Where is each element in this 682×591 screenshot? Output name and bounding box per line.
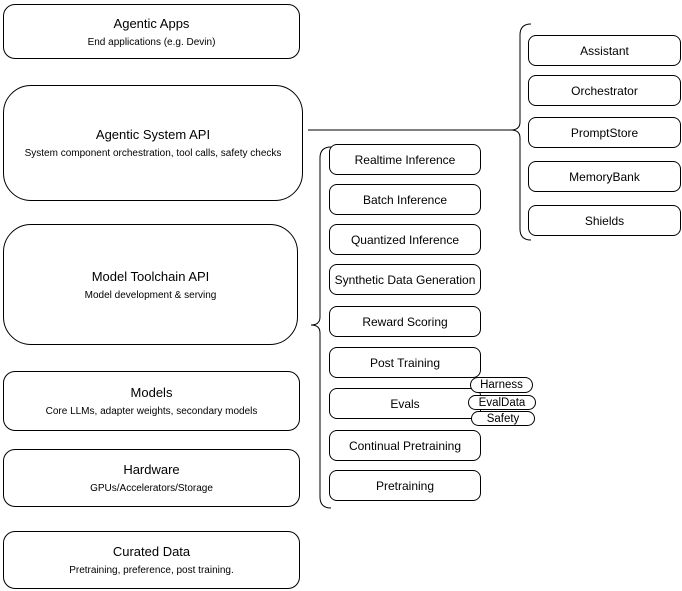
box-agentic-apps: Agentic Apps End applications (e.g. Devi… <box>3 4 300 59</box>
tag-safety: Safety <box>471 411 535 426</box>
component-assistant: Assistant <box>528 35 681 66</box>
service-quantized-inference: Quantized Inference <box>329 224 481 255</box>
service-post-training: Post Training <box>329 347 481 378</box>
service-realtime-inference: Realtime Inference <box>329 144 481 175</box>
hardware-title: Hardware <box>123 462 180 477</box>
box-curated-data: Curated Data Pretraining, preference, po… <box>3 531 300 589</box>
box-model-toolchain-api: Model Toolchain API Model development & … <box>3 224 298 345</box>
toolchain-brace <box>310 146 332 509</box>
model-toolchain-api-subtitle: Model development & serving <box>84 289 217 301</box>
curated-data-title: Curated Data <box>112 544 191 559</box>
box-agentic-system-api: Agentic System API System component orch… <box>3 85 303 201</box>
service-batch-inference: Batch Inference <box>329 184 481 215</box>
component-shields: Shields <box>528 205 681 236</box>
models-title: Models <box>130 385 173 400</box>
component-promptstore: PromptStore <box>528 117 681 148</box>
agentic-system-api-subtitle: System component orchestration, tool cal… <box>24 148 282 159</box>
component-memorybank: MemoryBank <box>528 161 681 192</box>
agentic-apps-title: Agentic Apps <box>113 15 190 31</box>
agentic-apps-subtitle: End applications (e.g. Devin) <box>87 36 216 48</box>
models-subtitle: Core LLMs, adapter weights, secondary mo… <box>45 406 258 417</box>
hardware-subtitle: GPUs/Accelerators/Storage <box>90 483 213 494</box>
component-orchestrator: Orchestrator <box>528 75 681 106</box>
tag-evaldata: EvalData <box>468 395 536 410</box>
service-pretraining: Pretraining <box>329 470 481 501</box>
box-hardware: Hardware GPUs/Accelerators/Storage <box>3 449 300 507</box>
model-toolchain-api-title: Model Toolchain API <box>91 268 210 284</box>
box-models: Models Core LLMs, adapter weights, secon… <box>3 371 300 431</box>
curated-data-subtitle: Pretraining, preference, post training. <box>69 565 234 576</box>
tag-harness: Harness <box>470 377 533 393</box>
service-reward-scoring: Reward Scoring <box>329 306 481 337</box>
agentic-system-api-title: Agentic System API <box>95 127 211 142</box>
service-synthetic-data-generation: Synthetic Data Generation <box>329 264 481 295</box>
service-evals: Evals <box>329 388 481 419</box>
service-continual-pretraining: Continual Pretraining <box>329 430 481 461</box>
